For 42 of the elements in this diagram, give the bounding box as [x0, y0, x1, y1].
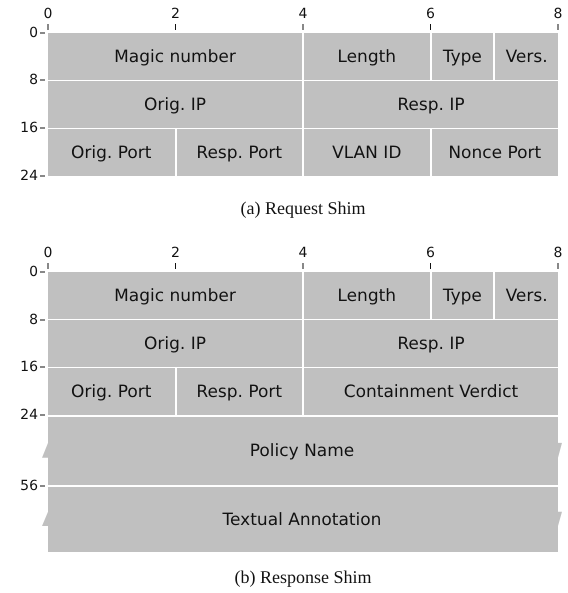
header-field: VLAN ID: [304, 129, 430, 176]
header-field: Orig. IP: [48, 320, 302, 367]
header-field: Orig. Port: [48, 368, 174, 415]
header-field: Containment Verdict: [304, 368, 558, 415]
axis-tick-label: 6: [426, 7, 435, 21]
axis-tick-label: 24: [20, 408, 38, 422]
figure-caption: (a) Request Shim: [240, 199, 366, 217]
variable-length-field: Textual Annotation: [42, 487, 562, 552]
variable-length-field: Policy Name: [42, 417, 562, 485]
header-field: Vers.: [495, 33, 558, 80]
header-field: Magic number: [48, 33, 302, 80]
axis-tick-label: 2: [171, 246, 180, 260]
figure-caption: (b) Response Shim: [234, 568, 372, 586]
header-field: Resp. Port: [176, 368, 302, 415]
axis-tick-label: 8: [29, 73, 38, 87]
header-field: Vers.: [495, 272, 558, 319]
header-field: Type: [432, 33, 494, 80]
header-field: Resp. Port: [176, 129, 302, 176]
axis-tick-label: 56: [20, 479, 38, 493]
header-field: Orig. IP: [48, 81, 302, 128]
axis-tick-label: 4: [298, 7, 308, 21]
header-field: Type: [432, 272, 494, 319]
header-field: Orig. Port: [48, 129, 174, 176]
header-field: Magic number: [48, 272, 302, 319]
axis-tick-label: 0: [29, 26, 38, 40]
axis-tick-label: 24: [20, 169, 38, 183]
axis-tick-label: 16: [20, 121, 38, 135]
axis-tick-label: 16: [20, 360, 38, 374]
header-field: Resp. IP: [304, 81, 558, 128]
header-field: Length: [304, 33, 430, 80]
header-field: Resp. IP: [304, 320, 558, 367]
axis-tick-label: 8: [554, 7, 562, 21]
axis-tick-label: 8: [29, 313, 38, 327]
header-field: Nonce Port: [432, 129, 558, 176]
header-field: Length: [304, 272, 430, 319]
axis-tick-label: 0: [44, 7, 52, 21]
axis-tick-label: 0: [29, 265, 38, 279]
axis-tick-label: 0: [44, 246, 52, 260]
axis-tick-label: 2: [171, 7, 180, 21]
axis-tick-label: 6: [426, 246, 435, 260]
axis-tick-label: 4: [298, 246, 308, 260]
axis-tick-label: 8: [554, 246, 562, 260]
